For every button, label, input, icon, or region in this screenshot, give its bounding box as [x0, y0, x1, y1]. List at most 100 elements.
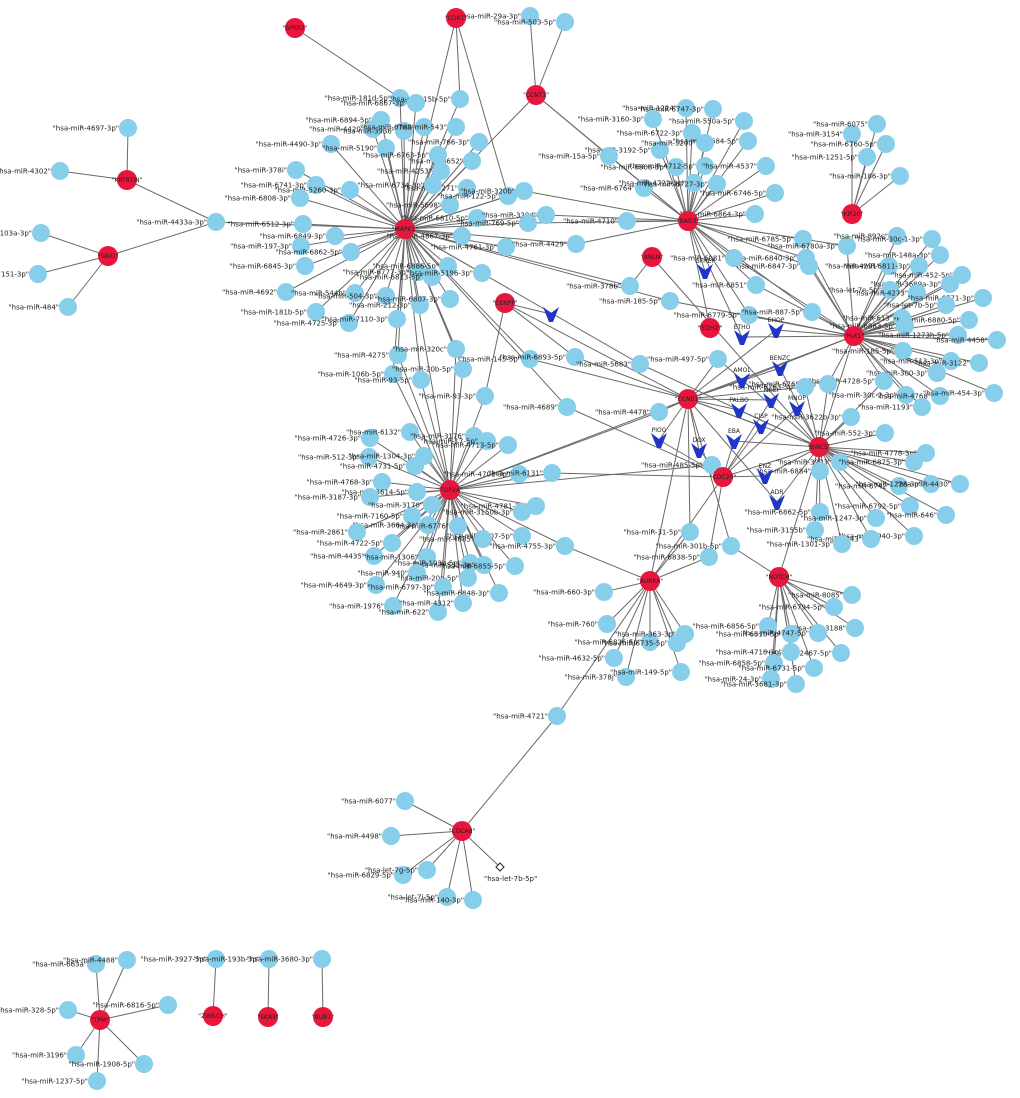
mirna-node[interactable]: "hsa-miR-6769b-3p": [748, 375, 837, 393]
mirna-node[interactable]: "hsa-miR-6077": [341, 792, 414, 810]
mirna-node[interactable]: "hsa-miR-4710": [563, 212, 636, 230]
mirna-node[interactable]: "hsa-miR-6797-3p": [368, 578, 452, 596]
mirna-node[interactable]: "hsa-miR-4490-3p": [256, 135, 340, 153]
mirna-node[interactable]: "hsa-miR-6785-5p": [728, 230, 812, 248]
mirna-node[interactable]: "hsa-miR-3122": [915, 354, 988, 372]
mirna-node[interactable]: "hsa-miR-6741-3p": [241, 176, 325, 194]
mirna-node[interactable]: "hsa-miR-4692": [222, 283, 295, 301]
mirna-node[interactable]: "hsa-miR-3936": [340, 122, 413, 140]
mirna-node[interactable]: "hsa-miR-8085": [788, 586, 861, 604]
mirna-node[interactable]: "hsa-miR-4685": [419, 530, 492, 548]
mirna-node[interactable]: "hsa-miR-6512-3p": [228, 215, 312, 233]
mirna-node[interactable]: "hsa-miR-6816-5p": [93, 996, 177, 1014]
mirna-node[interactable]: "hsa-miR-320b": [460, 182, 533, 200]
mirna-node[interactable]: "hsa-miR-4689": [503, 398, 576, 416]
mirna-node[interactable]: "hsa-miR-4722-3p": [619, 174, 703, 192]
mirna-node[interactable]: "hsa-miR-4291": [825, 257, 898, 275]
mirna-node[interactable]: "hsa-miR-30c-1-3p": [855, 230, 941, 248]
mirna-node[interactable]: "hsa-miR-3192-5p": [585, 141, 669, 159]
mirna-node[interactable]: "hsa-miR-6747-3p": [638, 100, 722, 118]
gene-node[interactable]: "EZH2": [699, 318, 721, 338]
diamond-icon[interactable]: "hsa-let-7b-5p": [484, 862, 537, 883]
mirna-node[interactable]: "hsa-miR-3927-5p": [141, 950, 225, 968]
v-chevron-icon[interactable]: PALBO: [729, 397, 749, 418]
gene-node[interactable]: "BIRC5": [807, 437, 831, 457]
mirna-node[interactable]: "hsa-miR-4430": [896, 475, 969, 493]
mirna-node[interactable]: "hsa-miR-1273h-5p": [878, 326, 967, 344]
mirna-node[interactable]: "hsa-miR-3689a-3p": [870, 275, 959, 293]
mirna-node[interactable]: "hsa-miR-4728-5p": [809, 372, 893, 390]
mirna-node[interactable]: "hsa-miR-6849-3p": [260, 227, 344, 245]
mirna-node[interactable]: "hsa-miR-17-5p": [420, 432, 496, 450]
mirna-node[interactable]: "hsa-miR-30c-2-3p": [829, 386, 915, 404]
mirna-node[interactable]: "hsa-miR-6811-3p": [844, 257, 928, 275]
gene-node[interactable]: "TOP2A": [437, 480, 463, 500]
mirna-node[interactable]: "hsa-miR-320d": [482, 206, 555, 224]
mirna-node[interactable]: "hsa-miR-4747-5p": [743, 624, 827, 642]
mirna-node[interactable]: "hsa-miR-663a": [32, 955, 105, 973]
v-chevron-icon[interactable]: CISP: [753, 413, 769, 434]
mirna-node[interactable]: "hsa-miR-6808-5p": [601, 158, 685, 176]
mirna-node[interactable]: "hsa-miR-5196-3p": [407, 264, 491, 282]
mirna-node[interactable]: "hsa-miR-1976": [329, 597, 402, 615]
mirna-node[interactable]: "hsa-miR-6810-5p": [402, 209, 486, 227]
mirna-node[interactable]: "hsa-miR-3680-3p": [247, 950, 331, 968]
mirna-node[interactable]: "hsa-miR-31-5p": [623, 523, 699, 541]
mirna-node[interactable]: "hsa-miR-6764": [580, 179, 653, 197]
mirna-node[interactable]: "hsa-miR-6883-5p": [830, 317, 914, 335]
mirna-node[interactable]: "hsa-miR-106b-5p": [318, 365, 402, 383]
mirna-node[interactable]: "hsa-miR-1228-3p": [856, 475, 940, 493]
gene-node[interactable]: "BAG3": [677, 211, 699, 231]
mirna-node[interactable]: "hsa-miR-504-3p": [315, 287, 395, 305]
mirna-node[interactable]: "hsa-miR-5190": [322, 139, 395, 157]
mirna-node[interactable]: "hsa-miR-145-5p": [459, 350, 539, 368]
gene-node[interactable]: "AURKA": [637, 571, 663, 591]
mirna-node[interactable]: "hsa-miR-6826-5p": [575, 633, 659, 651]
gene-node[interactable]: "PLK1": [844, 326, 864, 346]
mirna-node[interactable]: "hsa-miR-4478": [595, 403, 668, 421]
mirna-node[interactable]: "hsa-miR-193b-3p": [194, 950, 278, 968]
mirna-node[interactable]: "hsa-miR-1247-3p": [801, 509, 885, 527]
mirna-node[interactable]: "hsa-miR-6864-3p": [680, 205, 764, 223]
mirna-node[interactable]: "hsa-miR-1193": [858, 398, 931, 416]
mirna-node[interactable]: "hsa-miR-6081": [670, 249, 743, 267]
mirna-node[interactable]: "hsa-miR-6792-5p": [835, 497, 919, 515]
mirna-node[interactable]: "hsa-miR-1306": [363, 548, 436, 566]
mirna-node[interactable]: "hsa-miR-1251-5p": [792, 148, 876, 166]
mirna-node[interactable]: "hsa-miR-3200": [641, 134, 714, 152]
mirna-node[interactable]: "hsa-miR-513-3p": [880, 352, 960, 370]
mirna-node[interactable]: "hsa-miR-503-5p": [494, 13, 574, 31]
mirna-node[interactable]: "hsa-miR-4433a-3p": [136, 213, 225, 231]
mirna-node[interactable]: "hsa-miR-4253": [377, 162, 450, 180]
mirna-node[interactable]: "hsa-let-7b-5p": [884, 296, 955, 314]
gene-node[interactable]: "CDCA8": [449, 821, 476, 841]
mirna-node[interactable]: "hsa-let-7e-5p": [828, 281, 899, 299]
gene-node[interactable]: "CENPF": [492, 293, 518, 313]
gene-node[interactable]: "BUB1": [312, 1007, 334, 1027]
gene-node[interactable]: "ANLN": [641, 247, 663, 267]
gene-node[interactable]: "MAPK1": [392, 219, 418, 239]
mirna-node[interactable]: "hsa-miR-320c": [393, 340, 465, 358]
mirna-node[interactable]: "hsa-miR-6779-5p": [674, 306, 758, 324]
v-chevron-icon[interactable]: MNOP: [788, 395, 806, 416]
mirna-node[interactable]: "hsa-miR-6875-3p": [839, 453, 923, 471]
mirna-node[interactable]: "hsa-miR-3155b": [747, 521, 824, 539]
mirna-node[interactable]: "hsa-miR-6847-3p": [734, 257, 818, 275]
mirna-node[interactable]: "hsa-miR-6893-5p": [500, 348, 584, 366]
v-chevron-icon[interactable]: [543, 307, 559, 322]
mirna-node[interactable]: "hsa-miR-550a-5p": [669, 112, 753, 130]
mirna-node[interactable]: "hsa-miR-6722-3p": [617, 124, 701, 142]
v-chevron-icon[interactable]: ADR: [769, 489, 785, 510]
mirna-node[interactable]: "hsa-miR-6794-5p": [759, 598, 843, 616]
mirna-node[interactable]: "hsa-miR-301b-5p": [656, 537, 740, 555]
mirna-node[interactable]: "hsa-miR-5683": [576, 355, 649, 373]
mirna-node[interactable]: "hsa-miR-6894-5p": [306, 111, 390, 129]
mirna-node[interactable]: "hsa-miR-197-3p": [230, 237, 310, 255]
mirna-node[interactable]: "hsa-miR-3664-3p": [353, 516, 437, 534]
mirna-node[interactable]: "hsa-miR-6880-5p": [894, 311, 978, 329]
gene-node[interactable]: "NOTCH": [766, 567, 793, 587]
mirna-node[interactable]: "hsa-miR-6838-5p": [634, 548, 718, 566]
mirna-node[interactable]: "hsa-miR-4488": [63, 951, 136, 969]
mirna-node[interactable]: "hsa-miR-4701-3p": [444, 465, 528, 483]
gene-node[interactable]: "SKA3": [257, 1007, 279, 1027]
